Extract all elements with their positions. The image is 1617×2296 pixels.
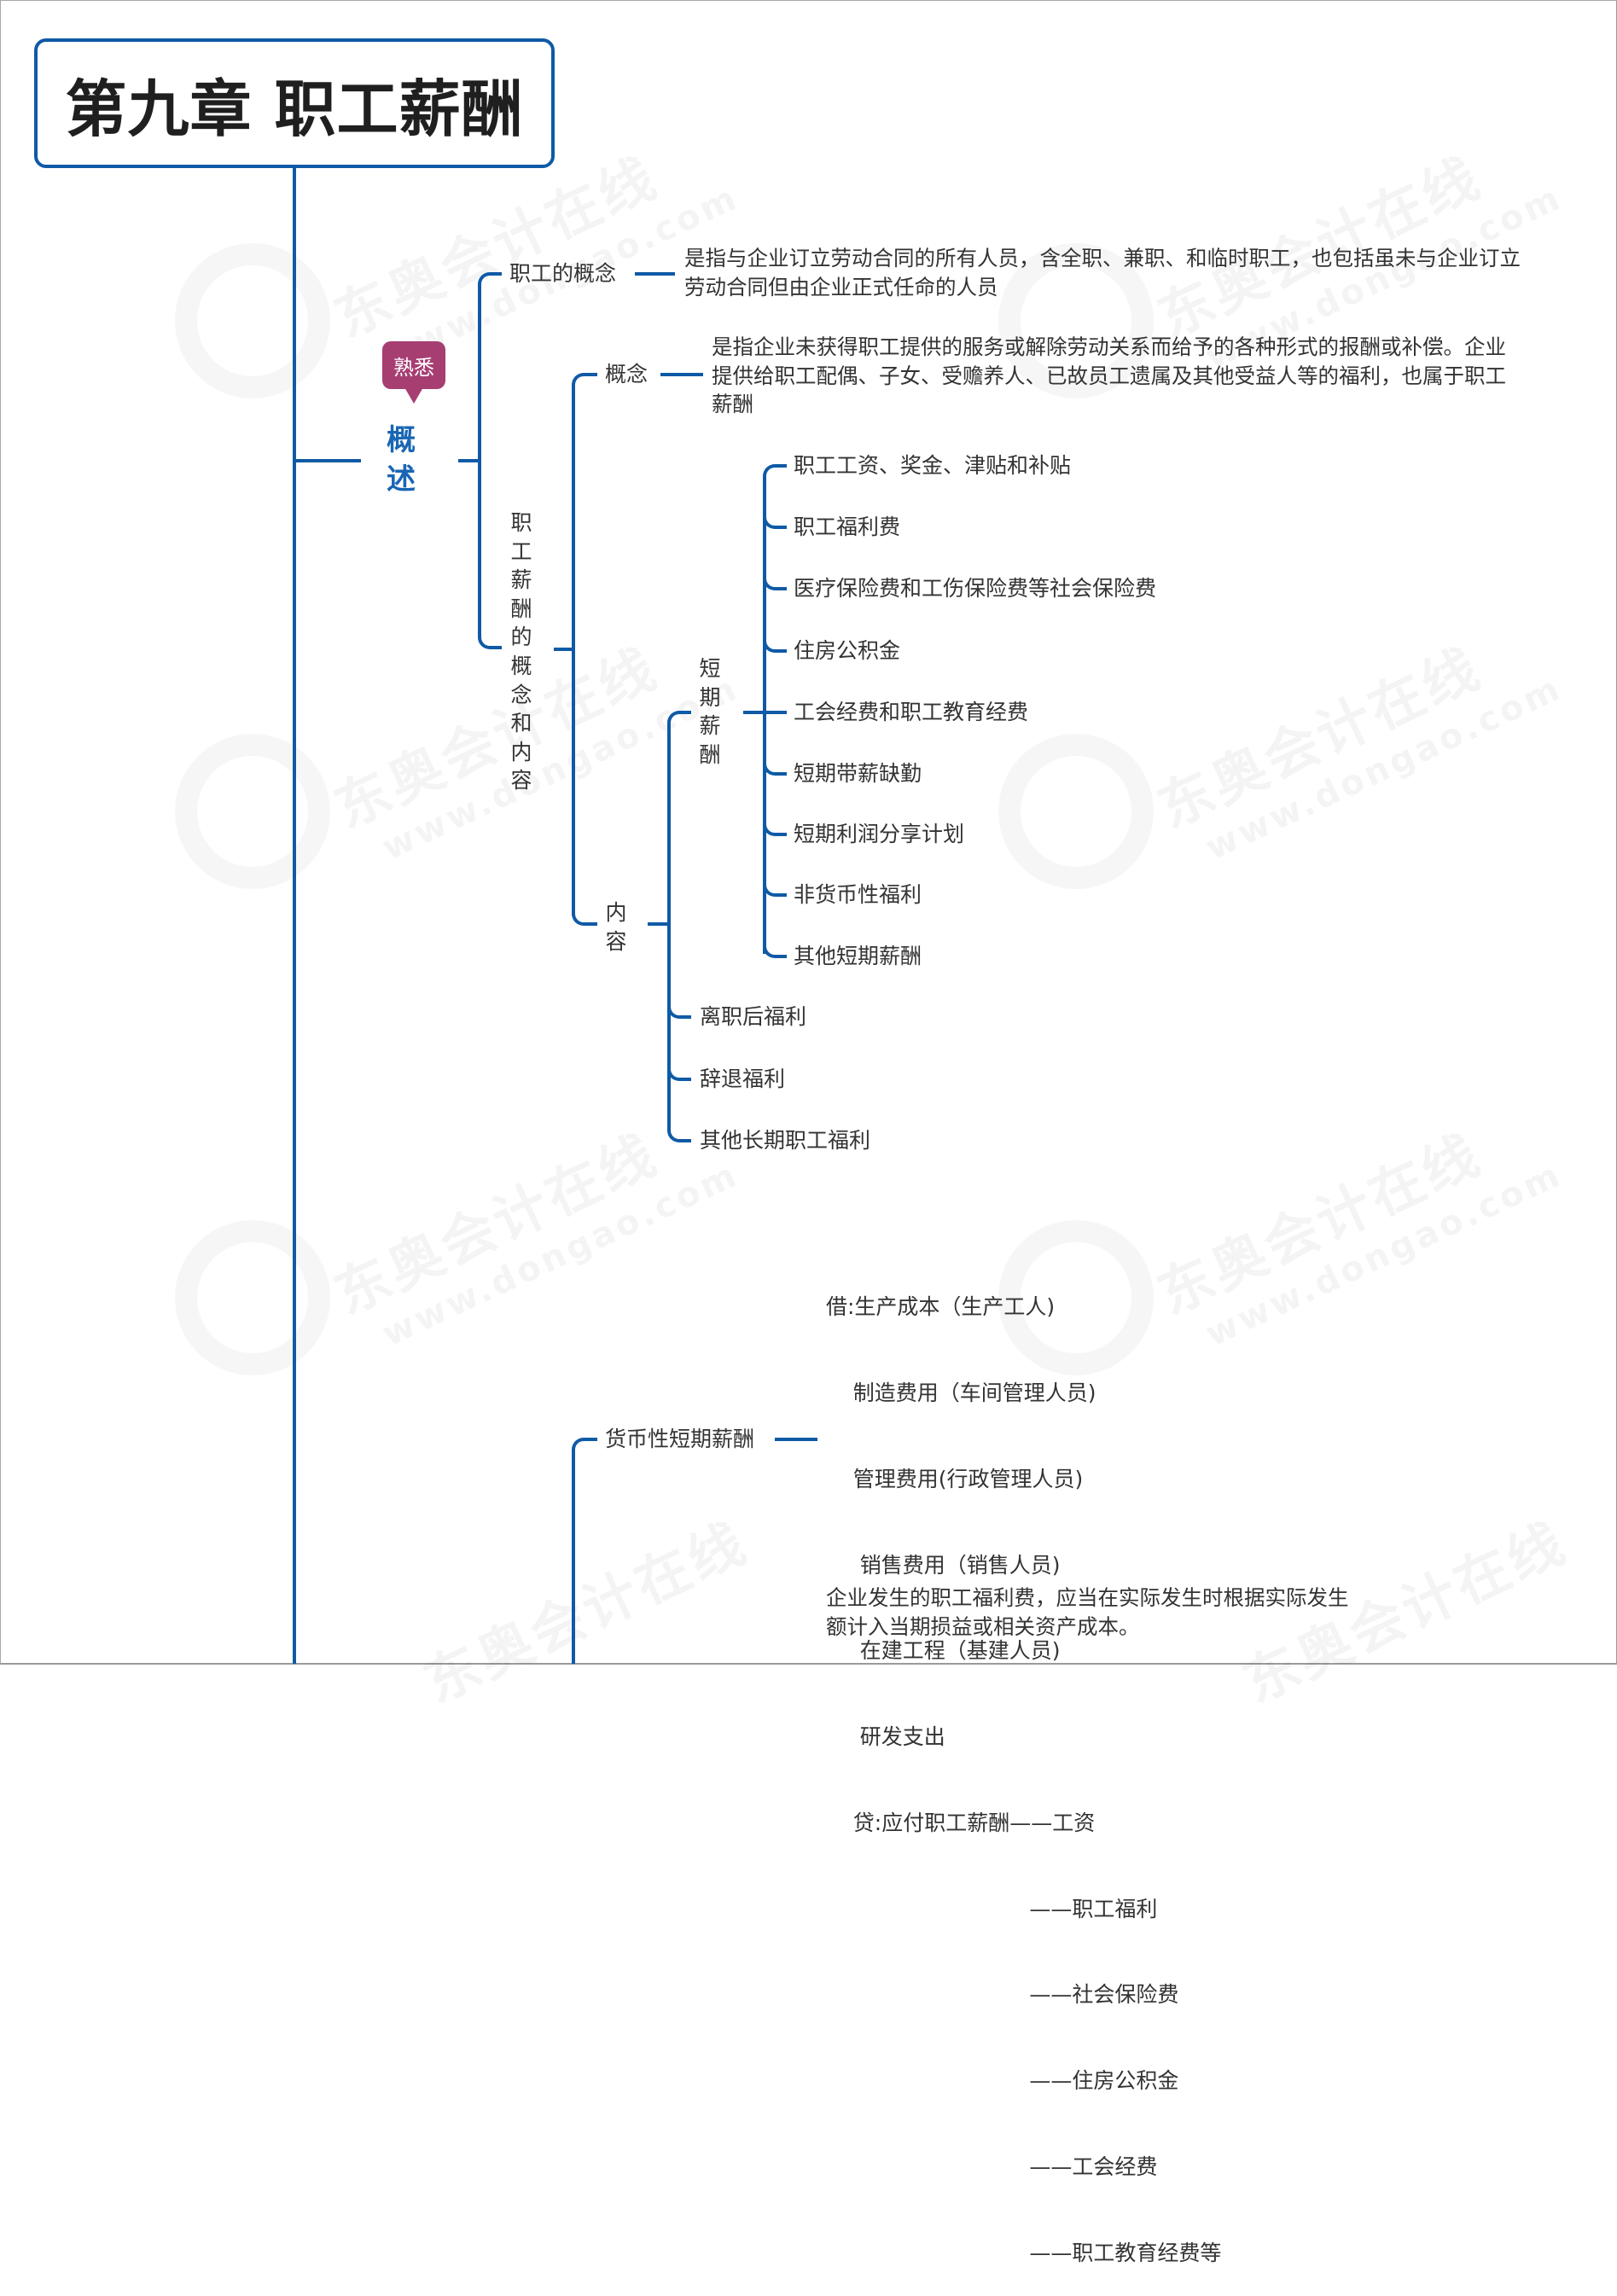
bracket-corner <box>667 711 681 724</box>
monetary-short-term-node[interactable]: 货币性短期薪酬 <box>605 1427 755 1451</box>
bracket-corner <box>667 1129 681 1142</box>
short-term-item[interactable]: 工会经费和职工教育经费 <box>794 700 1029 724</box>
termination-benefits-node[interactable]: 辞退福利 <box>700 1067 786 1091</box>
familiar-badge: 熟悉 <box>382 341 445 389</box>
short-term-item[interactable]: 住房公积金 <box>794 638 901 663</box>
branch-stub <box>490 272 502 276</box>
bracket-corner <box>667 1067 681 1081</box>
journal-entry: 借:生产成本（生产工人) 制造费用（车间管理人员) 管理费用(行政管理人员) 销… <box>826 1294 1222 2265</box>
compensation-bracket-line <box>572 385 575 915</box>
short-term-bracket-line <box>763 476 766 954</box>
branch-stub <box>775 893 787 897</box>
branch-stub <box>775 464 787 468</box>
bracket-corner <box>572 912 585 926</box>
employee-concept-dash <box>635 272 675 276</box>
branch-stub <box>775 711 787 714</box>
bracket-corner <box>763 464 777 478</box>
branch-stub <box>775 649 787 653</box>
bracket-corner <box>763 945 777 958</box>
branch-stub <box>775 955 787 958</box>
compensation-connector <box>554 648 573 651</box>
short-term-item[interactable]: 职工工资、奖金、津贴和补贴 <box>794 453 1072 478</box>
branch-stub <box>679 1139 691 1142</box>
welfare-expense-note: 企业发生的职工福利费，应当在实际发生时根据实际发生 额计入当期损益或相关资产成本… <box>826 1585 1349 1639</box>
bracket-corner <box>763 883 777 897</box>
bracket-corner <box>763 822 777 836</box>
main-trunk-line <box>293 168 296 1664</box>
branch-stub <box>679 1078 691 1081</box>
page-title: 第九章 职工薪酬 <box>65 73 524 145</box>
bracket-corner <box>763 515 777 529</box>
short-term-connector <box>743 711 777 714</box>
short-term-item[interactable]: 非货币性福利 <box>794 882 922 907</box>
short-term-item[interactable]: 其他短期薪酬 <box>794 944 922 968</box>
employee-concept-node[interactable]: 职工的概念 <box>509 261 617 286</box>
bracket-corner <box>763 762 777 776</box>
short-term-item[interactable]: 短期利润分享计划 <box>794 822 965 846</box>
short-term-item[interactable]: 职工福利费 <box>794 514 901 539</box>
badge-pointer-icon <box>404 387 423 404</box>
bracket-corner <box>478 636 491 649</box>
overview-connector-line <box>293 459 361 462</box>
bracket-corner <box>667 1005 681 1019</box>
bracket-corner <box>478 272 491 286</box>
bracket-corner <box>572 1438 585 1451</box>
other-long-term-benefits-node[interactable]: 其他长期职工福利 <box>700 1128 871 1153</box>
branch-stub <box>775 526 787 529</box>
content-node[interactable]: 内 容 <box>605 900 627 954</box>
monetary-bracket-line <box>572 1450 575 1664</box>
compensation-concept-content-node[interactable]: 职 工 薪 酬 的 概 念 和 内 容 <box>510 510 532 793</box>
content-bracket-line <box>667 723 671 1131</box>
bracket-corner <box>572 373 585 387</box>
concept-definition: 是指企业未获得职工提供的服务或解除劳动关系而给予的各种形式的报酬或补偿。企业 提… <box>712 334 1506 417</box>
overview-bracket-line <box>478 284 481 637</box>
branch-stub <box>490 646 502 649</box>
content-connector <box>648 922 669 926</box>
concept-dash <box>660 373 703 376</box>
branch-stub <box>584 1438 597 1441</box>
overview-right-connector <box>458 459 480 462</box>
concept-node[interactable]: 概念 <box>605 362 649 387</box>
short-term-item[interactable]: 短期带薪缺勤 <box>794 761 922 786</box>
branch-stub <box>679 711 691 714</box>
root-title-node[interactable]: 第九章 职工薪酬 <box>34 38 555 168</box>
short-term-item[interactable]: 医疗保险费和工伤保险费等社会保险费 <box>794 576 1157 601</box>
employee-concept-definition: 是指与企业订立劳动合同的所有人员，含全职、兼职、和临时职工，也包括虽未与企业订立… <box>684 246 1521 299</box>
branch-stub <box>679 1015 691 1019</box>
overview-node[interactable]: 概 述 <box>387 423 416 497</box>
branch-stub <box>775 772 787 776</box>
bracket-corner <box>763 639 777 653</box>
branch-stub <box>584 922 597 926</box>
bracket-corner <box>763 577 777 590</box>
branch-stub <box>584 373 597 376</box>
branch-stub <box>775 833 787 836</box>
branch-stub <box>775 587 787 590</box>
monetary-dash <box>775 1438 817 1441</box>
post-employment-benefits-node[interactable]: 离职后福利 <box>700 1004 807 1029</box>
short-term-compensation-node[interactable]: 短 期 薪 酬 <box>699 656 721 767</box>
